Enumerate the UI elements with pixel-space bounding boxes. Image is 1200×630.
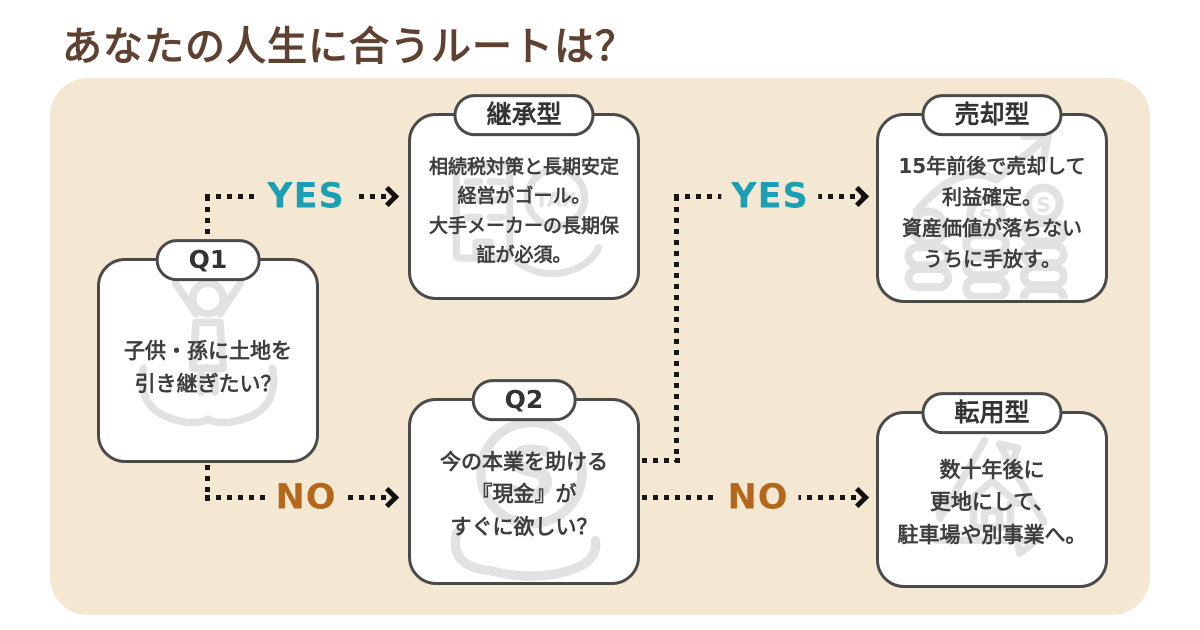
node-conversion: 転用型 数十年後に 更地にして、 駐車場や別事業へ。 xyxy=(876,392,1108,588)
svg-text:TAX: TAX xyxy=(535,188,577,211)
cash-hand-icon: S xyxy=(429,405,619,585)
svg-text:S: S xyxy=(506,431,557,514)
recycle-house-icon xyxy=(900,418,1085,588)
q1-no-label: NO xyxy=(265,480,347,516)
page-title: あなたの人生に合うルートは？ xyxy=(62,24,636,70)
node-inheritance-pill: 継承型 xyxy=(453,94,595,137)
building-tax-icon: TAX xyxy=(429,130,619,290)
node-q1-text: 子供・孫に土地を 引き継ぎたい？ xyxy=(124,338,292,396)
q1-yes-connector-vertical xyxy=(205,196,210,240)
q2-no-label: NO xyxy=(717,480,799,516)
node-inheritance: 継承型 TAX 相続税対策と長期安定 経営がゴール。 大手メーカーの長期保 証が… xyxy=(408,94,640,300)
node-inheritance-text: 相続税対策と長期安定 経営がゴール。 大手メーカーの長期保 証が必須。 xyxy=(428,155,619,266)
svg-text:S: S xyxy=(921,217,935,240)
q2-yes-label: YES xyxy=(721,179,819,215)
node-sale-text: 15年前後で売却して 利益確定。 資産価値が落ちない うちに手放す。 xyxy=(898,154,1086,271)
family-care-icon xyxy=(123,269,293,459)
node-q2: S Q2 今の本業を助ける 『現金』が すぐに欲しい？ xyxy=(408,379,640,585)
node-q1: Q1 子供・孫に土地を 引き継ぎたい？ xyxy=(97,239,319,463)
node-conversion-pill: 転用型 xyxy=(921,392,1063,435)
node-sale: 売却型 S S S 15年前後で売却して 利益確定。 資産価値が落ちない うちに… xyxy=(876,94,1108,303)
q1-yes-label: YES xyxy=(257,179,355,215)
svg-text:S: S xyxy=(979,205,993,228)
svg-text:S: S xyxy=(1037,194,1051,217)
q2-yes-connector-vertical xyxy=(674,196,679,462)
node-sale-pill: 売却型 xyxy=(921,94,1063,137)
node-q2-pill: Q2 xyxy=(471,379,577,422)
node-conversion-text: 数十年後に 更地にして、 駐車場や別事業へ。 xyxy=(897,457,1087,547)
q1-no-connector-vertical xyxy=(205,465,210,501)
coins-growth-icon: S S S xyxy=(892,124,1092,299)
q2-yes-connector-start xyxy=(642,458,680,463)
node-q2-text: 今の本業を助ける 『現金』が すぐに欲しい？ xyxy=(440,449,608,539)
node-q1-pill: Q1 xyxy=(155,239,261,282)
